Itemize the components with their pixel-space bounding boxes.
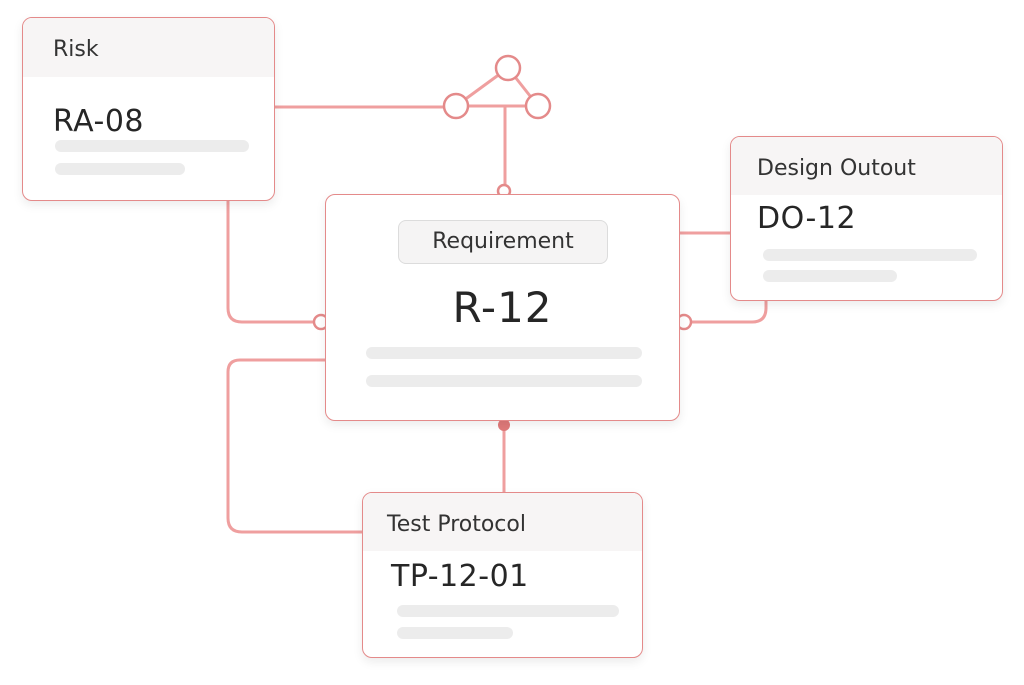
connector-requirement-test-left: [226, 358, 364, 534]
design-output-card-header: Design Outout: [731, 137, 1002, 195]
risk-card-header: Risk: [23, 18, 274, 77]
placeholder-line: [763, 249, 977, 261]
risk-card-id: RA-08: [53, 104, 144, 139]
placeholder-line: [366, 347, 642, 359]
placeholder-line: [55, 140, 249, 152]
risk-card[interactable]: Risk RA-08: [22, 17, 275, 201]
port-requirement-bottom: [498, 419, 510, 431]
placeholder-line: [55, 163, 185, 175]
placeholder-line: [763, 270, 897, 282]
placeholder-line: [366, 375, 642, 387]
test-protocol-card-id: TP-12-01: [391, 559, 529, 594]
placeholder-line: [397, 627, 513, 639]
requirement-card-id: R-12: [452, 283, 553, 332]
hub-network-icon: [442, 54, 552, 120]
requirement-card[interactable]: Requirement R-12: [325, 194, 680, 421]
design-output-card-id: DO-12: [757, 201, 857, 236]
placeholder-line: [397, 605, 619, 617]
requirement-type-tag: Requirement: [398, 220, 608, 264]
connector-requirement-design-bottom: [687, 299, 768, 324]
test-protocol-card[interactable]: Test Protocol TP-12-01: [362, 492, 643, 658]
test-protocol-card-header: Test Protocol: [363, 493, 642, 551]
connector-risk-requirement: [226, 199, 323, 324]
design-output-card[interactable]: Design Outout DO-12: [730, 136, 1003, 301]
